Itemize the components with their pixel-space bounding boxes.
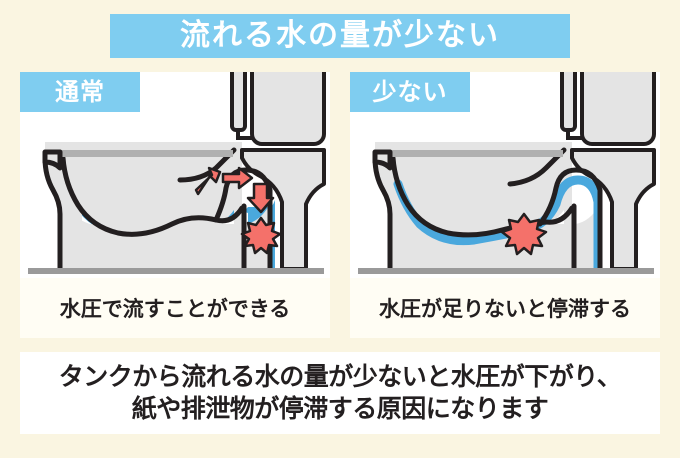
title-banner: 流れる水の量が少ない — [110, 14, 570, 58]
waste-burst-icon — [240, 216, 282, 255]
supply-pipe-normal — [230, 72, 247, 132]
arrow-down-icon — [246, 182, 275, 214]
toilet-body-normal — [45, 142, 242, 269]
panel-insufficient: 少ない 水圧が足りないと停滞する — [350, 72, 660, 338]
bowl-inner-outline-normal — [60, 155, 245, 237]
panel-caption-label: 水圧が足りないと停滞する — [379, 297, 631, 321]
waste-burst-icon — [500, 212, 548, 256]
pipe-elbow-insufficient — [566, 128, 584, 140]
bowl-outline-normal — [42, 155, 63, 272]
toilet-body-insufficient — [375, 142, 572, 269]
panel-caption-normal: 水圧で流すことができる — [20, 278, 330, 338]
panel-normal: 通常 水圧で流すことができる — [20, 72, 330, 338]
supply-pipe-insufficient — [560, 72, 577, 132]
floor-line-insufficient — [358, 268, 654, 274]
panel-caption-label: 水圧で流すことができる — [59, 297, 291, 321]
pipe-elbow-normal — [236, 128, 254, 140]
summary-band: タンクから流れる水の量が少ないと水圧が下がり、 紙や排泄物が停滞する原因になりま… — [20, 352, 660, 434]
panel-badge-insufficient: 少ない — [350, 72, 470, 112]
floor-line-normal — [28, 268, 324, 274]
comparison-panels: 通常 水圧で流すことができる — [20, 72, 660, 338]
tank-body-insufficient — [580, 72, 656, 146]
rim-lip-normal — [42, 149, 63, 171]
panel-badge-label: 少ない — [372, 78, 448, 106]
toilet-diagram-insufficient — [358, 72, 656, 274]
panel-badge-label: 通常 — [55, 78, 105, 106]
rim-lip-insufficient — [372, 149, 393, 171]
trap-arc-outline-insufficient — [537, 167, 603, 272]
arrow-right-icon — [221, 166, 254, 190]
panel-badge-normal: 通常 — [20, 72, 140, 112]
bowl-outline-insufficient — [372, 155, 393, 272]
page-title: 流れる水の量が少ない — [180, 18, 500, 53]
seat-rim-normal — [45, 150, 233, 157]
arrow-up-left-icon — [194, 166, 222, 196]
panel-caption-insufficient: 水圧が足りないと停滞する — [350, 278, 660, 338]
bowl-inner-outline-insufficient — [390, 155, 575, 238]
tank-body-normal — [250, 72, 326, 146]
summary-text: タンクから流れる水の量が少ないと水圧が下がり、 紙や排泄物が停滞する原因になりま… — [58, 362, 622, 423]
toilet-pedestal-normal — [60, 202, 270, 269]
seat-rim-insufficient — [375, 150, 563, 157]
toilet-diagram-normal — [28, 72, 326, 274]
